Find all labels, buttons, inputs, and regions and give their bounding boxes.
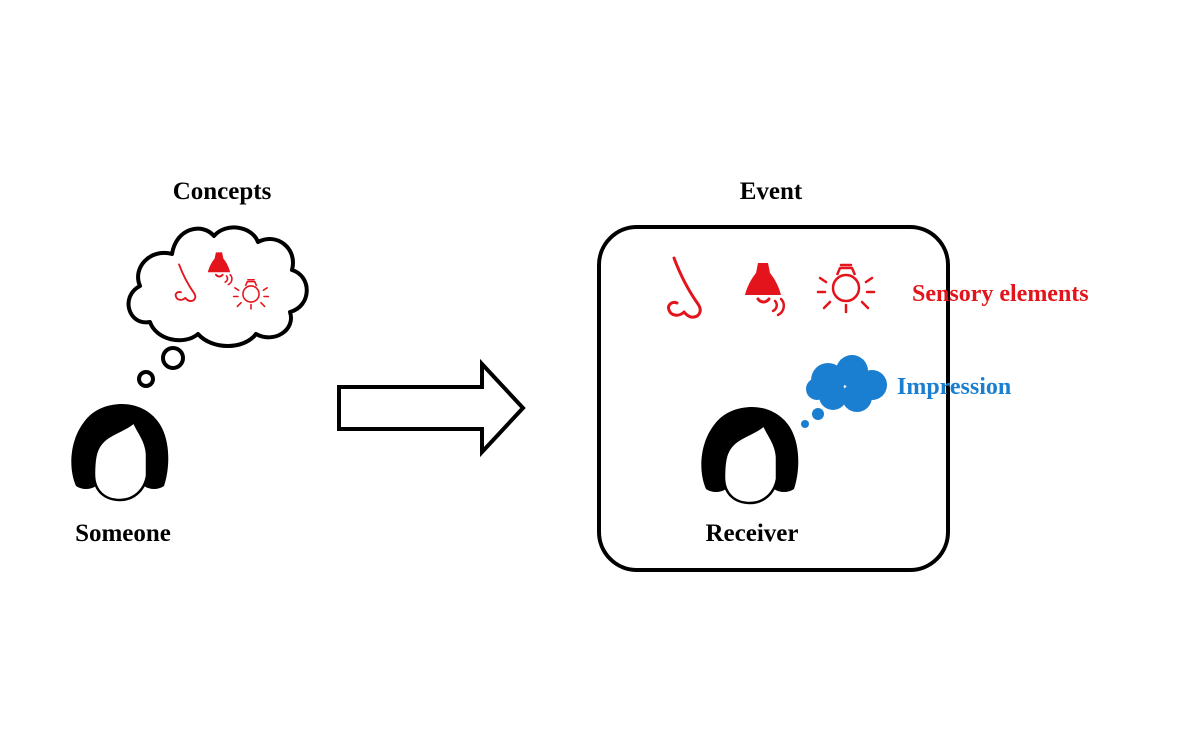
- sensory-elements-label: Sensory elements: [912, 281, 1089, 307]
- concepts-label: Concepts: [173, 178, 272, 205]
- bell-icon: [743, 261, 786, 317]
- event-label: Event: [740, 178, 803, 205]
- nose-icon: [667, 256, 702, 319]
- receiver-label: Receiver: [706, 520, 799, 547]
- arrow: [337, 358, 526, 458]
- impression-label: Impression: [897, 374, 1011, 400]
- thought-cloud: [126, 225, 309, 388]
- lightbulb-icon: [816, 263, 876, 314]
- someone-avatar: [70, 402, 170, 502]
- receiver-avatar: [700, 405, 800, 505]
- impression-cloud: [801, 355, 887, 428]
- someone-label: Someone: [75, 520, 171, 547]
- sensory-icons: [667, 256, 876, 319]
- event-box: [597, 225, 950, 572]
